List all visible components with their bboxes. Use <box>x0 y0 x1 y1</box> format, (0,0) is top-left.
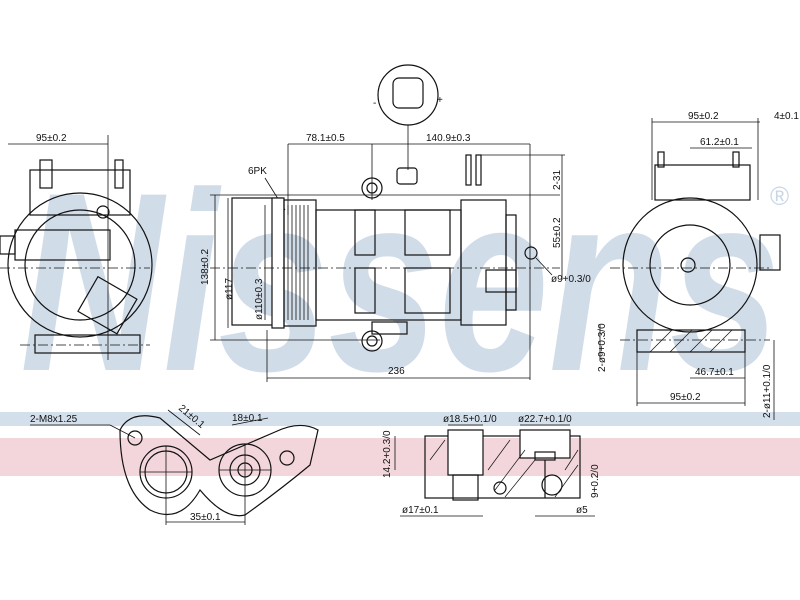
svg-text:95±0.2: 95±0.2 <box>36 133 67 144</box>
svg-text:ø117: ø117 <box>224 278 235 300</box>
svg-text:+: + <box>437 95 443 106</box>
svg-text:6PK: 6PK <box>248 166 267 177</box>
svg-text:2-ø11+0.1/0: 2-ø11+0.1/0 <box>762 364 773 418</box>
svg-text:ø110±0.3: ø110±0.3 <box>254 278 265 320</box>
svg-text:95±0.2: 95±0.2 <box>688 111 719 122</box>
svg-text:55±0.2: 55±0.2 <box>552 217 563 248</box>
svg-text:ø9+0.3/0: ø9+0.3/0 <box>551 274 591 285</box>
svg-text:-: - <box>373 98 376 109</box>
svg-text:4±0.1: 4±0.1 <box>774 111 799 122</box>
svg-text:ø18.5+0.1/0: ø18.5+0.1/0 <box>443 414 497 425</box>
svg-text:2-M8x1.25: 2-M8x1.25 <box>30 414 78 425</box>
blue-band <box>0 412 800 426</box>
svg-text:140.9±0.3: 140.9±0.3 <box>426 133 471 144</box>
svg-text:236: 236 <box>388 366 405 377</box>
left-end-view: 95±0.2 <box>0 133 153 360</box>
svg-text:2-ø9+0.3/0: 2-ø9+0.3/0 <box>597 323 608 372</box>
right-end-view: 95±0.2 4±0.1 61.2±0.1 2-ø9+0.3/0 46.7±0.… <box>597 111 799 420</box>
svg-text:18±0.1: 18±0.1 <box>232 413 263 424</box>
svg-text:78.1±0.5: 78.1±0.5 <box>306 133 345 144</box>
svg-text:61.2±0.1: 61.2±0.1 <box>700 137 739 148</box>
nissens-watermark: Nissens <box>20 140 780 425</box>
svg-text:ø17±0.1: ø17±0.1 <box>402 505 439 516</box>
registered-mark: ® <box>770 181 789 211</box>
svg-text:2-31: 2-31 <box>552 170 563 190</box>
svg-text:95±0.2: 95±0.2 <box>670 392 701 403</box>
svg-text:9+0.2/0: 9+0.2/0 <box>590 464 601 498</box>
svg-text:35±0.1: 35±0.1 <box>190 512 221 523</box>
svg-text:138±0.2: 138±0.2 <box>200 248 211 285</box>
svg-text:46.7±0.1: 46.7±0.1 <box>695 367 734 378</box>
svg-text:ø22.7+0.1/0: ø22.7+0.1/0 <box>518 414 572 425</box>
side-view: - + 78.1±0.5 140.9±0.3 6PK <box>200 64 591 382</box>
section-view: ø18.5+0.1/0 ø22.7+0.1/0 14.2+0.3/0 9+0.2… <box>382 414 601 517</box>
svg-text:14.2+0.3/0: 14.2+0.3/0 <box>382 430 393 478</box>
svg-text:ø5: ø5 <box>576 505 588 516</box>
